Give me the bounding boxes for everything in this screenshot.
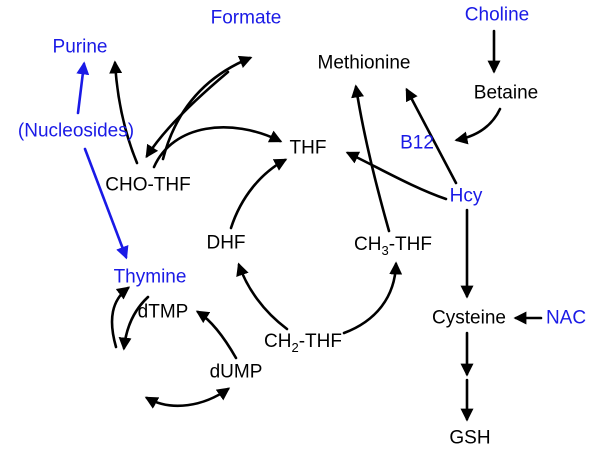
node-ch2-thf-post: -THF	[298, 331, 342, 353]
arrow-nucleosides-thymine	[83, 147, 129, 260]
node-formate: Formate	[210, 7, 282, 29]
node-methionine: Methionine	[317, 52, 411, 74]
arrow-betaine-remethylation	[454, 107, 502, 145]
node-dhf: DHF	[206, 232, 246, 254]
arrow-hcy-methionine	[405, 87, 458, 185]
node-ch3-thf: CH3-THF	[354, 235, 432, 257]
node-purine: Purine	[52, 36, 108, 58]
node-choline: Choline	[464, 4, 530, 26]
node-cho-thf: CHO-THF	[105, 174, 191, 196]
node-betaine: Betaine	[473, 82, 539, 104]
arrow-nucleosides-purine	[76, 61, 90, 115]
arrow-cycle-to-thymine	[110, 286, 131, 349]
node-ch2-thf-pre: CH	[264, 331, 292, 353]
arrow-thymine-to-cycle	[118, 295, 150, 351]
node-ch2-thf-sub: 2	[291, 339, 299, 355]
arrow-dhf-thf	[229, 158, 288, 230]
node-thf: THF	[289, 137, 327, 159]
node-b12: B12	[400, 132, 434, 154]
node-hcy: Hcy	[449, 185, 483, 207]
arrow-chothf-formate	[161, 55, 253, 161]
arrow-formate-chothf	[145, 70, 230, 159]
node-ch3-thf-post: -THF	[388, 234, 432, 256]
arrow-dump-dtmp	[195, 310, 238, 360]
node-ch3-thf-sub: 3	[381, 242, 389, 258]
arrow-chothf-thf	[152, 126, 283, 169]
arrow-ch2thf-ch3thf	[342, 261, 403, 335]
node-thymine: Thymine	[113, 266, 187, 288]
node-nucleosides: (Nucleosides)	[17, 120, 135, 142]
node-dump: dUMP	[209, 361, 263, 383]
arrow-chothf-purine	[109, 60, 139, 165]
node-gsh: GSH	[449, 427, 491, 449]
arrow-bottom-cycle-bidirectional	[144, 387, 231, 409]
node-ch3-thf-pre: CH	[354, 234, 382, 256]
node-dtmp: dTMP	[137, 301, 189, 323]
arrow-hcy-thf	[345, 151, 448, 201]
arrow-ch3thf-methionine	[351, 84, 391, 233]
node-nac: NAC	[545, 307, 587, 329]
node-cysteine: Cysteine	[432, 307, 506, 329]
arrow-ch2thf-dhf	[236, 262, 289, 331]
node-ch2-thf: CH2-THF	[264, 332, 342, 354]
